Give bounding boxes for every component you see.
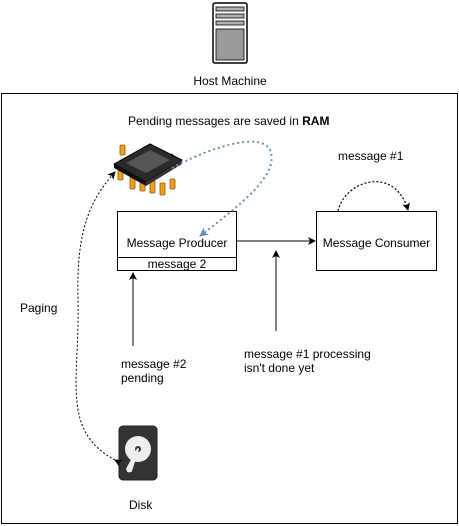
pending-note-line2: pending — [121, 371, 164, 385]
hard-disk-icon — [118, 425, 158, 481]
message-consumer-box: Message Consumer — [316, 211, 437, 271]
pending-note-line1: message #2 — [121, 357, 187, 371]
pending-note: message #2 pending — [121, 357, 186, 385]
message-producer-label: Message Producer — [126, 236, 228, 250]
processing-note-line2: isn't done yet — [244, 361, 315, 375]
consumer-loop-label: message #1 — [338, 149, 404, 163]
producer-queue-item: message 2 — [117, 257, 237, 271]
processing-note-line1: message #1 processing — [244, 347, 371, 361]
host-machine-label: Host Machine — [193, 74, 267, 88]
producer-queue-item-label: message 2 — [147, 257, 207, 271]
ram-caption-bold: RAM — [302, 114, 330, 128]
processing-note: message #1 processing isn't done yet — [244, 347, 371, 375]
ram-caption-text: Pending messages are saved in — [128, 114, 303, 128]
message-consumer-label: Message Consumer — [322, 236, 431, 250]
ram-save-arrow — [171, 140, 273, 237]
ram-caption: Pending messages are saved in RAM — [128, 114, 329, 128]
ram-chip-icon — [112, 143, 184, 196]
disk-label: Disk — [129, 498, 153, 512]
host-machine-boundary — [1, 93, 458, 524]
paging-arrow — [75, 171, 124, 467]
consumer-loop-arrow — [337, 181, 410, 212]
server-tower-icon — [212, 2, 248, 64]
paging-label: Paging — [20, 301, 58, 315]
